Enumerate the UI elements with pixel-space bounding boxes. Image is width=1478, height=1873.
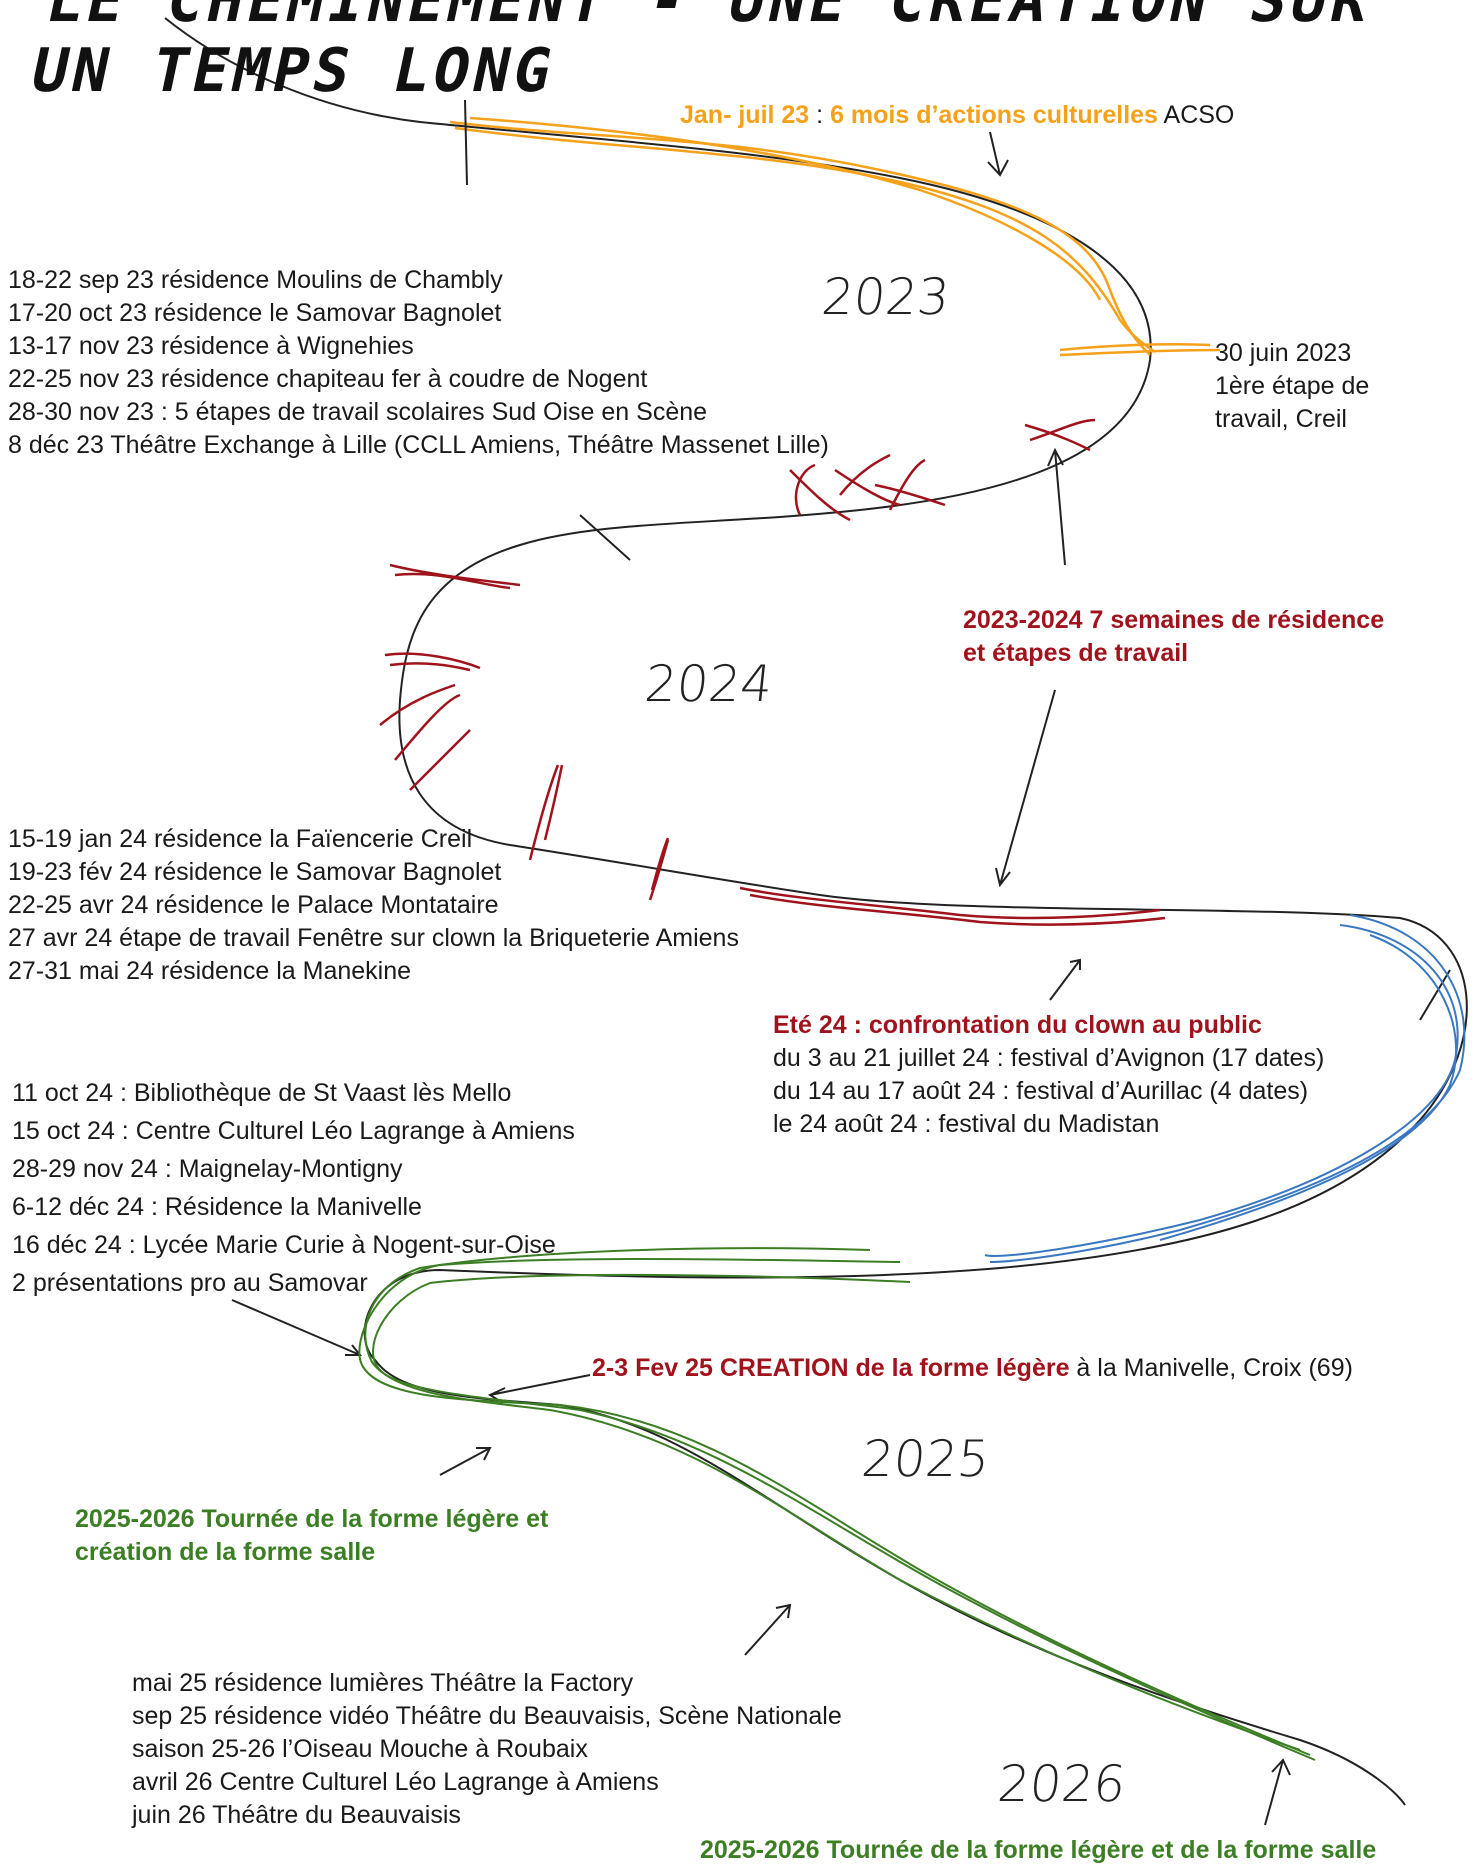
first-work-stage-note: 30 juin 2023 1ère étape de travail, Crei… <box>1215 337 1369 436</box>
list-item: 8 déc 23 Théâtre Exchange à Lille (CCLL … <box>8 431 829 459</box>
list-item: 6-12 déc 24 : Résidence la Manivelle <box>12 1193 422 1221</box>
heading-line: création de la forme salle <box>75 1538 376 1566</box>
list-item: saison 25-26 l’Oiseau Mouche à Roubaix <box>132 1735 588 1763</box>
list-item: avril 26 Centre Culturel Léo Lagrange à … <box>132 1768 659 1796</box>
season-25-26-list: mai 25 résidence lumières Théâtre la Fac… <box>132 1667 842 1832</box>
list-item: 13-17 nov 23 résidence à Wignehies <box>8 332 414 360</box>
list-item: 28-29 nov 24 : Maignelay-Montigny <box>12 1155 403 1183</box>
heading-line: 2025-2026 Tournée de la forme légère et <box>75 1505 549 1533</box>
year-2025-label: 2025 <box>858 1430 993 1488</box>
heading-line: et étapes de travail <box>963 639 1189 667</box>
creation-bold: 2-3 Fev 25 CREATION de la forme légère <box>592 1354 1070 1382</box>
year-2026-label: 2026 <box>994 1755 1129 1813</box>
list-item: 27 avr 24 étape de travail Fenêtre sur c… <box>8 924 739 952</box>
actions-separator: : <box>809 101 831 129</box>
final-tour-caption: 2025-2026 Tournée de la forme légère et … <box>700 1836 1377 1864</box>
list-item: 15-19 jan 24 résidence la Faïencerie Cre… <box>8 825 473 853</box>
residences-2023-list: 18-22 sep 23 résidence Moulins de Chambl… <box>8 264 829 462</box>
list-item: du 3 au 21 juillet 24 : festival d’Avign… <box>773 1044 1325 1072</box>
autumn-24-list: 11 oct 24 : Bibliothèque de St Vaast lès… <box>12 1074 575 1302</box>
list-item: juin 26 Théâtre du Beauvaisis <box>132 1801 461 1829</box>
residence-weeks-heading: 2023-2024 7 semaines de résidence et éta… <box>963 604 1384 670</box>
year-2024-label: 2024 <box>641 655 776 713</box>
list-item: 15 oct 24 : Centre Culturel Léo Lagrange… <box>12 1117 575 1145</box>
actions-dates: Jan- juil 23 <box>680 101 810 129</box>
year-2023-label: 2023 <box>818 268 953 326</box>
arrows <box>231 131 1291 1826</box>
list-item: mai 25 résidence lumières Théâtre la Fac… <box>132 1669 634 1697</box>
creation-caption: 2-3 Fev 25 CREATION de la forme légère à… <box>592 1352 1353 1385</box>
tour-2025-2026-heading: 2025-2026 Tournée de la forme légère et … <box>75 1503 548 1569</box>
list-item: 19-23 fév 24 résidence le Samovar Bagnol… <box>8 858 502 886</box>
cultural-actions-caption: Jan- juil 23 : 6 mois d’actions culturel… <box>680 99 1234 132</box>
summer-24-title: Eté 24 : confrontation du clown au publi… <box>773 1011 1262 1039</box>
list-item: sep 25 résidence vidéo Théâtre du Beauva… <box>132 1702 842 1730</box>
red-scribbles <box>379 418 1166 926</box>
blue-scribbles <box>984 914 1466 1263</box>
list-item: 18-22 sep 23 résidence Moulins de Chambl… <box>8 266 503 294</box>
residences-2024-list: 15-19 jan 24 résidence la Faïencerie Cre… <box>8 823 739 988</box>
list-item: 17-20 oct 23 résidence le Samovar Bagnol… <box>8 299 502 327</box>
list-item: 11 oct 24 : Bibliothèque de St Vaast lès… <box>12 1079 512 1107</box>
list-item: 22-25 nov 23 résidence chapiteau fer à c… <box>8 365 648 393</box>
creation-rest: à la Manivelle, Croix (69) <box>1069 1354 1353 1382</box>
green-scribbles <box>358 1247 1316 1761</box>
list-item: du 14 au 17 août 24 : festival d’Aurilla… <box>773 1077 1309 1105</box>
list-item: 16 déc 24 : Lycée Marie Curie à Nogent-s… <box>12 1231 556 1259</box>
etape-line: 30 juin 2023 <box>1215 339 1352 367</box>
etape-line: 1ère étape de <box>1215 372 1370 400</box>
etape-line: travail, Creil <box>1215 405 1347 433</box>
page-header: LE CHEMINEMENT - UNE CRÉATION SUR UN TEM… <box>25 0 1379 106</box>
list-item: le 24 août 24 : festival du Madistan <box>773 1110 1160 1138</box>
list-item: 2 présentations pro au Samovar <box>12 1269 368 1297</box>
summer-24-festivals: Eté 24 : confrontation du clown au publi… <box>773 1009 1324 1141</box>
tick-marks <box>464 99 1451 1021</box>
list-item: 28-30 nov 23 : 5 étapes de travail scola… <box>8 398 708 426</box>
heading-line: 2023-2024 7 semaines de résidence <box>963 606 1385 634</box>
list-item: 27-31 mai 24 résidence la Manekine <box>8 957 412 985</box>
actions-label: 6 mois d’actions culturelles <box>830 101 1158 129</box>
actions-org: ACSO <box>1157 101 1235 129</box>
list-item: 22-25 avr 24 résidence le Palace Montata… <box>8 891 499 919</box>
orange-scribbles <box>449 116 1221 357</box>
